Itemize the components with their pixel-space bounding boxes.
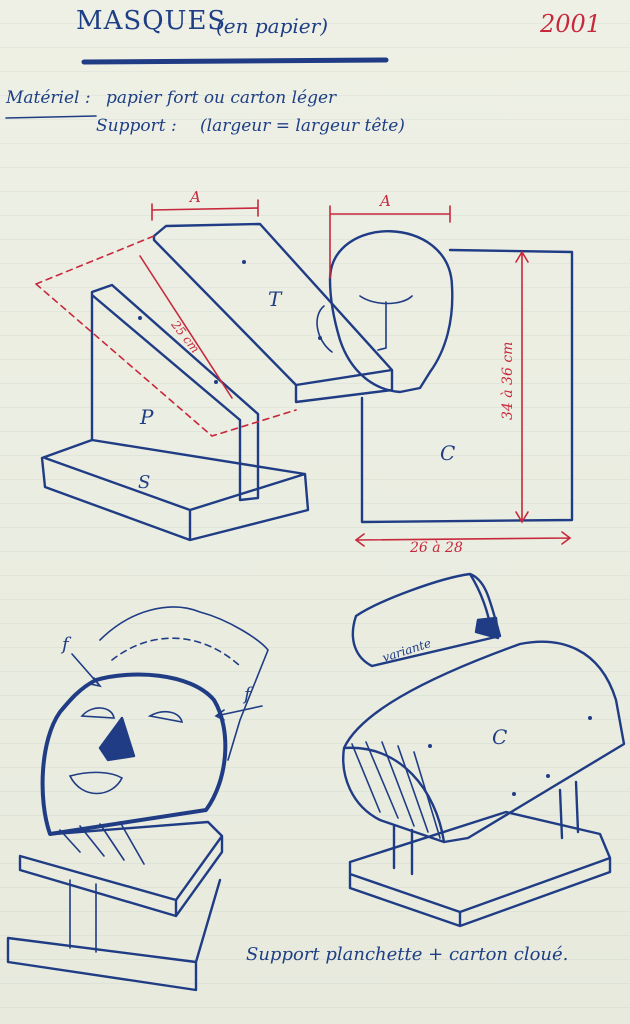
dim-a2-arrow [329, 205, 451, 279]
dim-a-arrow [151, 199, 259, 221]
dim-a-label: A [188, 188, 201, 206]
arch-hatch [351, 741, 441, 839]
label-c: C [440, 441, 455, 465]
materiel-text: papier fort ou carton léger [106, 88, 337, 108]
diagram-mask: f f [6, 606, 269, 992]
materiel-label: Matériel : [6, 88, 91, 108]
diagram-head-sheet: A 34 à 36 cm 26 à 28 C [316, 192, 574, 556]
upright-board [90, 283, 260, 502]
page-number: 2001 [540, 10, 602, 38]
top-board [152, 222, 394, 404]
diagram-support: A 25 cm T P S [35, 188, 394, 542]
variante-hatch [474, 616, 500, 640]
arch-base [348, 810, 612, 928]
mask-mouth [68, 771, 124, 795]
dim-width-arrow [354, 531, 572, 547]
mask-face [40, 672, 228, 836]
label-variante: variante [381, 636, 433, 665]
label-f1: f [60, 634, 72, 655]
support-label: Support : [96, 116, 177, 136]
mask-eyes [80, 707, 184, 724]
arrow-f2 [214, 705, 263, 721]
mask-support-post [69, 879, 97, 953]
materiel-underline [5, 115, 97, 119]
caption: Support planchette + carton cloué. [246, 944, 569, 965]
label-p: P [139, 405, 154, 429]
label-s: S [138, 472, 150, 493]
dim-a2-label: A [378, 192, 391, 210]
base-board [40, 438, 310, 542]
label-t: T [268, 287, 283, 311]
dim-25-arrow [139, 255, 233, 399]
label-f2: f [242, 684, 254, 705]
arrow-f1 [71, 653, 102, 688]
arch-body [342, 640, 626, 844]
page-title-subtitle: (en papier) [216, 14, 329, 38]
sheet-outline [360, 248, 574, 524]
head-outline [328, 230, 454, 394]
mask-nose [98, 716, 136, 762]
label-c2: C [492, 725, 507, 749]
mask-support-base [18, 820, 224, 918]
dim-height-arrow [515, 250, 529, 524]
mask-hatch [59, 821, 145, 865]
head-brow [359, 295, 413, 351]
page-title: MASQUES [76, 6, 227, 36]
arch-post [392, 780, 580, 876]
dim-width-label: 26 à 28 [409, 540, 463, 556]
dim-height-label: 34 à 36 cm [500, 342, 516, 420]
mask-fold-line [111, 637, 241, 667]
dim-dashed-outline [35, 235, 297, 437]
mask-paper-back [99, 606, 269, 761]
head-ear [316, 305, 333, 353]
diagram-curved-support: variante C [342, 572, 626, 928]
title-underline [81, 57, 389, 65]
support-text: (largeur = largeur tête) [200, 116, 405, 136]
